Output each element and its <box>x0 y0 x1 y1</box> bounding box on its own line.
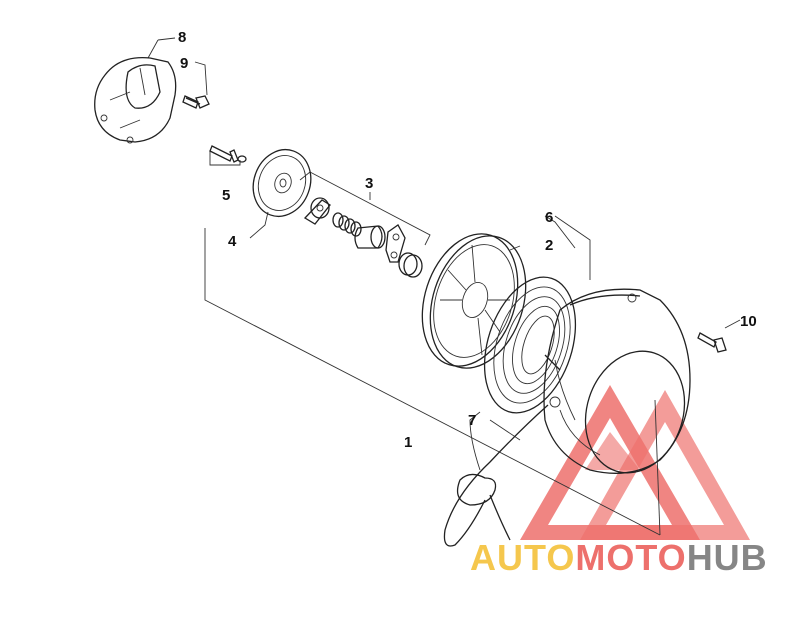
callout-6: 6 <box>545 209 553 226</box>
callout-10: 10 <box>740 313 757 330</box>
watermark-word-hub: HUB <box>687 537 768 578</box>
part-2-pulley <box>421 233 527 369</box>
callout-labels: 1 2 3 4 5 6 7 8 9 10 <box>178 29 757 451</box>
part-8-clutch-cup <box>94 56 177 144</box>
leader-lines <box>147 37 741 536</box>
callout-3: 3 <box>365 175 373 192</box>
watermark-word-auto: AUTO <box>470 537 575 578</box>
callout-4: 4 <box>228 233 237 250</box>
svg-text:AUTOMOTOHUB: AUTOMOTOHUB <box>470 537 768 578</box>
part-7-rope <box>443 404 549 547</box>
watermark-logo <box>520 385 750 540</box>
part-9-bolt <box>182 95 210 109</box>
watermark-triangle-right <box>580 390 750 540</box>
watermark-word-moto: MOTO <box>575 537 686 578</box>
part-3-ratchet-kit <box>303 197 423 278</box>
part-10-bolt <box>697 332 727 353</box>
part-4-plate <box>252 148 312 218</box>
callout-8: 8 <box>178 29 186 46</box>
callout-1: 1 <box>404 434 412 451</box>
callout-7: 7 <box>468 412 476 429</box>
watermark-triangle-left <box>520 385 700 540</box>
part-1-starter-housing <box>543 288 691 474</box>
part-5-screw <box>209 145 247 163</box>
callout-2: 2 <box>545 237 553 254</box>
watermark-wordmark: AUTOMOTOHUB <box>470 537 768 578</box>
callout-5: 5 <box>222 187 230 204</box>
callout-9: 9 <box>180 55 188 72</box>
